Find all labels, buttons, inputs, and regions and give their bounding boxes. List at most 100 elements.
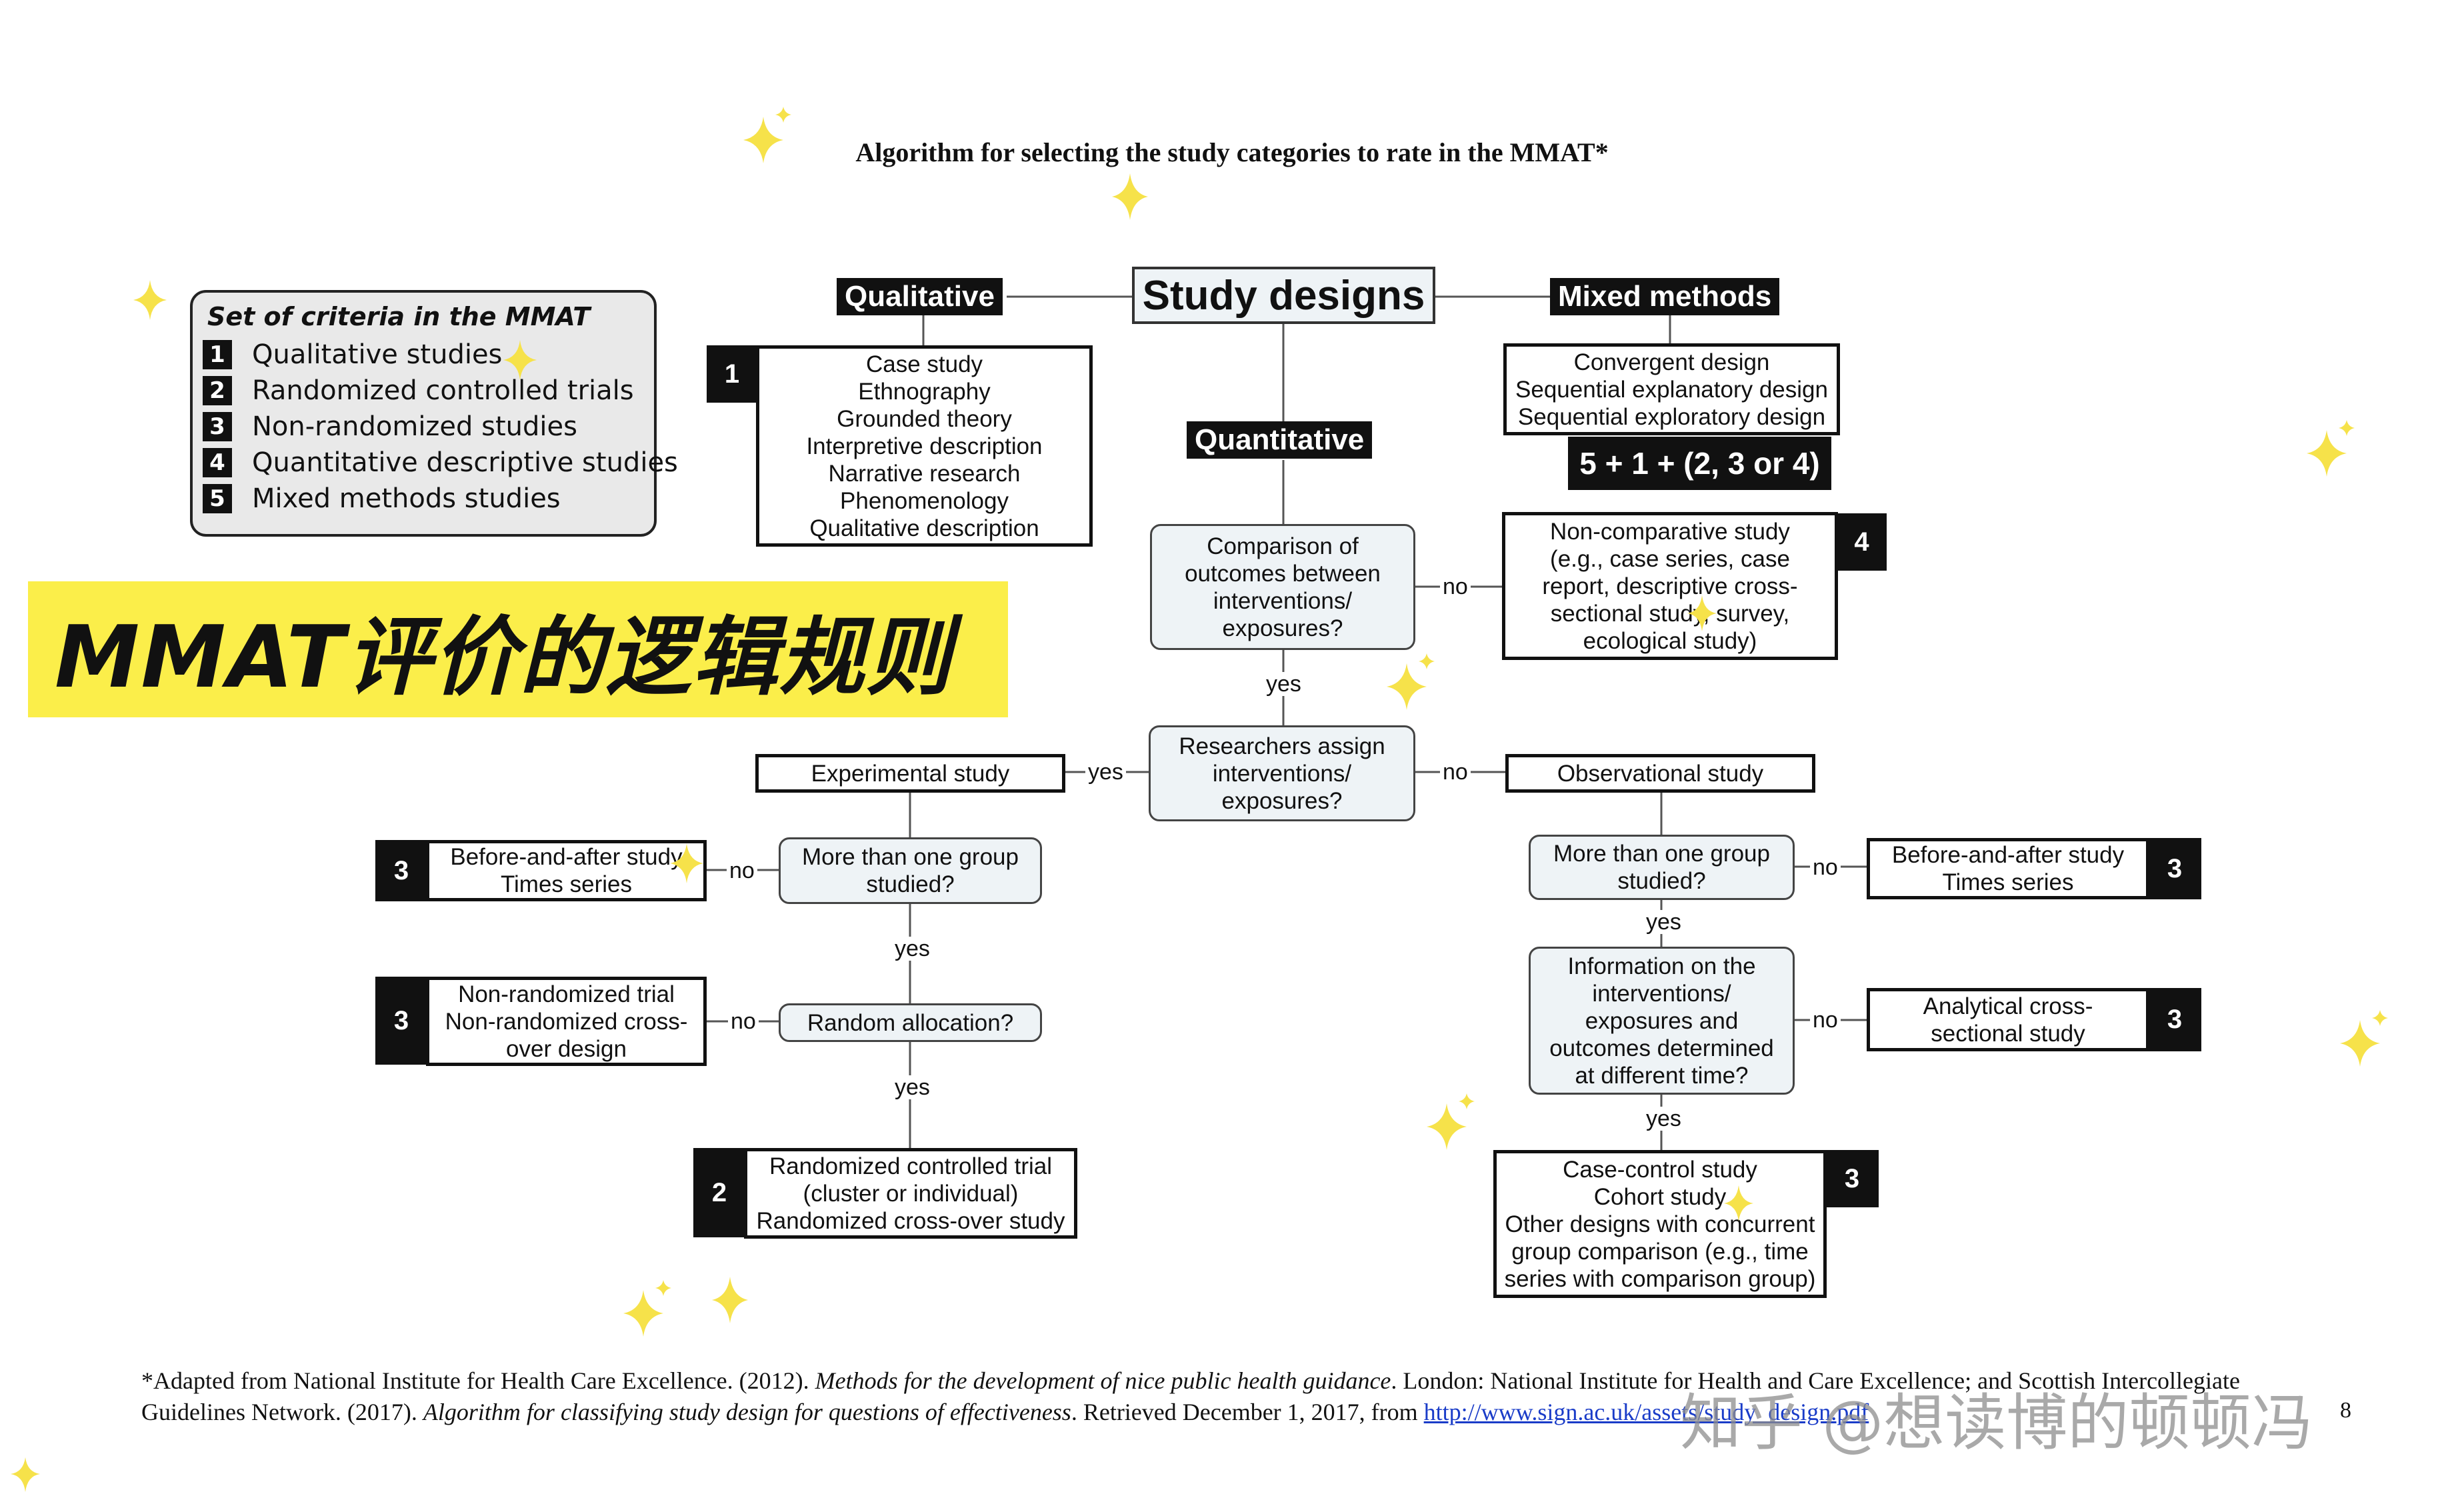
footnote-line-2: Guidelines Network. (2017). Algorithm fo…	[141, 1398, 2341, 1426]
design-item: Convergent design	[1573, 349, 1770, 375]
box-line: Before-and-after study	[450, 844, 683, 870]
question-group-left: More than one group studied?	[779, 837, 1042, 904]
badge-3: 3	[1825, 1150, 1879, 1207]
legend-number: 2	[203, 376, 232, 405]
footnote-link[interactable]: http://www.sign.ac.uk/assets/study_desig…	[1423, 1399, 1869, 1425]
sparkle-icon	[623, 1280, 671, 1337]
badge-3: 3	[2148, 988, 2201, 1051]
footnote-italic: Methods for the development of nice publ…	[815, 1367, 1391, 1394]
question-information-timing: Information on the interventions/ exposu…	[1529, 947, 1795, 1095]
legend-label: Non-randomized studies	[252, 411, 577, 442]
legend-item: 5 Mixed methods studies	[203, 482, 561, 515]
sparkle-icon	[503, 340, 537, 380]
box-line: report, descriptive cross-	[1542, 573, 1798, 599]
sparkle-icon	[1387, 653, 1435, 710]
question-comparison: Comparison of outcomes between intervent…	[1150, 524, 1415, 650]
design-item: Narrative research	[828, 460, 1021, 487]
answer-yes: yes	[1085, 760, 1126, 784]
sparkle-icon	[133, 280, 167, 320]
sparkle-icon	[1427, 1093, 1475, 1150]
sparkle-icon	[670, 843, 703, 883]
mixed-formula-badge: 5 + 1 + (2, 3 or 4)	[1568, 437, 1831, 490]
badge-3: 3	[2148, 838, 2201, 899]
question-line: studied?	[1617, 868, 1706, 894]
observational-study-box: Observational study	[1505, 754, 1815, 793]
legend-label: Quantitative descriptive studies	[252, 447, 678, 478]
design-item: Sequential exploratory design	[1517, 403, 1826, 430]
experimental-study-box: Experimental study	[755, 754, 1065, 793]
legend-item: 3 Non-randomized studies	[203, 410, 577, 443]
category-mixed-methods: Mixed methods	[1550, 278, 1780, 315]
question-line: exposures?	[1221, 787, 1343, 814]
question-line: exposures?	[1222, 615, 1343, 641]
box-line: (cluster or individual)	[803, 1180, 1019, 1207]
badge-3: 3	[375, 840, 427, 901]
answer-no: no	[1810, 1008, 1841, 1032]
box-line: Randomized controlled trial	[769, 1153, 1053, 1179]
footnote-text: . Retrieved December 1, 2017, from	[1071, 1399, 1424, 1425]
answer-no: no	[1440, 760, 1471, 784]
legend-item: 2 Randomized controlled trials	[203, 374, 634, 407]
box-line: over design	[506, 1035, 627, 1062]
question-line: Random allocation?	[807, 1009, 1014, 1036]
question-line: Information on the	[1567, 953, 1756, 979]
category-qualitative: Qualitative	[837, 278, 1003, 315]
question-line: Researchers assign	[1179, 733, 1385, 759]
analytical-cross-sectional-box: Analytical cross- sectional study	[1867, 988, 2149, 1051]
question-line: interventions/	[1213, 587, 1353, 614]
diagram-title: Algorithm for selecting the study catego…	[855, 137, 1609, 167]
answer-no: no	[1440, 575, 1471, 599]
box-line: Cohort study	[1593, 1183, 1727, 1210]
banner-text: MMAT评价的逻辑规则	[55, 607, 953, 707]
answer-no: no	[727, 859, 757, 883]
badge-4: 4	[1837, 513, 1887, 571]
box-line: series with comparison group)	[1504, 1265, 1816, 1292]
question-line: at different time?	[1575, 1062, 1749, 1089]
answer-no: no	[1810, 855, 1841, 879]
design-item: Ethnography	[858, 378, 991, 405]
legend-label: Randomized controlled trials	[252, 375, 634, 406]
before-after-right-box: Before-and-after study Times series	[1867, 838, 2149, 899]
sparkle-icon	[2340, 1010, 2388, 1067]
design-item: Sequential explanatory design	[1515, 376, 1828, 403]
design-item: Grounded theory	[837, 405, 1012, 432]
page-number: 8	[2340, 1398, 2351, 1423]
box-line: Before-and-after study	[1891, 842, 2125, 868]
sparkle-icon	[11, 1457, 40, 1492]
answer-yes: yes	[1643, 1107, 1684, 1131]
legend-item: 4 Quantitative descriptive studies	[203, 446, 678, 479]
badge-3: 3	[375, 977, 427, 1065]
box-line: Non-randomized trial	[458, 981, 675, 1007]
box-line: Times series	[500, 871, 633, 897]
sparkle-icon	[1112, 173, 1148, 220]
box-line: Times series	[1942, 869, 2074, 895]
legend-label: Qualitative studies	[252, 339, 503, 370]
box-line: (e.g., case series, case	[1550, 545, 1790, 572]
box-line: Observational study	[1557, 760, 1764, 787]
box-line: Randomized cross-over study	[756, 1207, 1065, 1234]
question-line: interventions/	[1592, 980, 1731, 1007]
sparkle-icon	[1687, 595, 1717, 631]
legend-number: 4	[203, 448, 232, 477]
design-item: Qualitative description	[809, 515, 1039, 541]
answer-yes: yes	[892, 1075, 933, 1099]
before-after-left-box: Before-and-after study Times series	[426, 840, 707, 901]
answer-no: no	[728, 1009, 759, 1033]
legend-label: Mixed methods studies	[252, 483, 561, 514]
badge-2: 2	[693, 1148, 745, 1237]
box-line: Analytical cross-	[1923, 993, 2093, 1019]
qualitative-designs-box: Case study Ethnography Grounded theory I…	[756, 345, 1093, 547]
non-comparative-box: Non-comparative study (e.g., case series…	[1502, 512, 1838, 660]
answer-yes: yes	[892, 937, 933, 961]
box-line: Experimental study	[811, 760, 1010, 787]
answer-yes: yes	[1263, 672, 1304, 696]
watermark: 知乎 @想读博的顿顿冯	[1680, 1387, 2313, 1459]
question-line: interventions/	[1212, 760, 1352, 787]
legend-item: 1 Qualitative studies	[203, 338, 502, 371]
mixed-designs-box: Convergent design Sequential explanatory…	[1503, 343, 1840, 435]
criteria-legend: Set of criteria in the MMAT 1 Qualitativ…	[190, 290, 678, 537]
question-line: outcomes determined	[1549, 1035, 1774, 1061]
answer-yes: yes	[1643, 910, 1684, 934]
category-quantitative: Quantitative	[1187, 421, 1373, 459]
box-line: ecological study)	[1583, 627, 1757, 654]
